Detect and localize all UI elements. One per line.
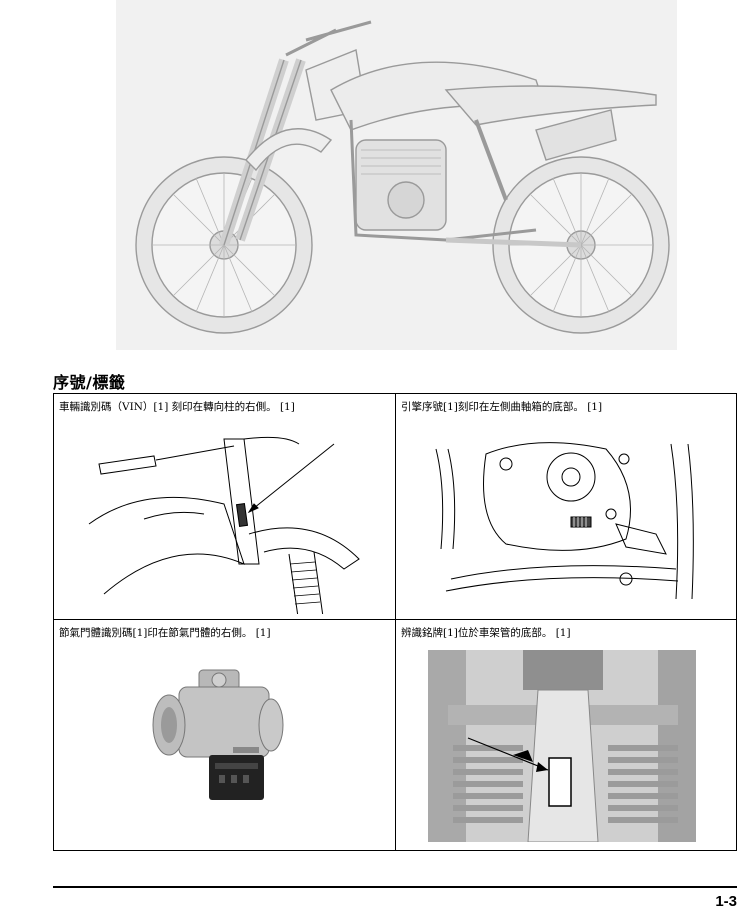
- footer-rule: [53, 886, 737, 888]
- throttle-body-photo: [152, 669, 284, 800]
- page-number: 1-3: [715, 893, 737, 910]
- cell-id-plate: 辨識銘牌[1]位於車架管的底部。 [1]: [396, 620, 736, 850]
- motorcycle-illustration: [116, 0, 677, 350]
- identification-table: 車輛識別碼（VIN）[1] 刻印在轉向柱的右側。 [1]: [53, 393, 737, 851]
- section-title: 序號/標籤: [53, 373, 126, 392]
- crankcase-drawing: [435, 442, 694, 600]
- caption-engine-number: 引擎序號[1]刻印在左側曲軸箱的底部。 [1]: [401, 401, 603, 413]
- frame-tube-photo: [428, 650, 696, 842]
- cell-throttle-body: 節氣門體識別碼[1]印在節氣門體的右側。 [1]: [54, 620, 396, 850]
- cell-engine-number: 引擎序號[1]刻印在左側曲軸箱的底部。 [1]: [396, 394, 736, 620]
- caption-throttle-body: 節氣門體識別碼[1]印在節氣門體的右側。 [1]: [59, 627, 271, 639]
- caption-id-plate: 辨識銘牌[1]位於車架管的底部。 [1]: [401, 627, 571, 639]
- caption-vin: 車輛識別碼（VIN）[1] 刻印在轉向柱的右側。 [1]: [59, 401, 295, 413]
- cell-vin: 車輛識別碼（VIN）[1] 刻印在轉向柱的右側。 [1]: [54, 394, 396, 620]
- steering-head-drawing: [88, 436, 360, 614]
